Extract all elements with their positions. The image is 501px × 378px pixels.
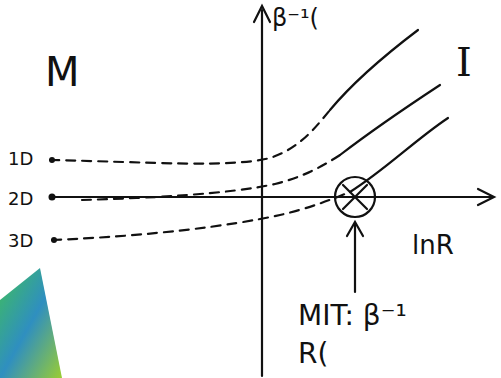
dimension-label: 2D <box>8 190 33 208</box>
region-label: I <box>456 42 472 82</box>
solid-curve <box>330 30 418 110</box>
transition-note: R( <box>298 340 328 368</box>
model-label: M <box>45 52 80 92</box>
critical-point-circle <box>335 177 375 217</box>
axis-arrowhead <box>478 189 494 205</box>
dashed-curve <box>82 155 340 200</box>
dashed-curve <box>50 110 330 164</box>
pointer-arrow <box>354 224 356 292</box>
solid-curve <box>350 118 448 192</box>
vertical-axis <box>261 10 263 376</box>
image-fragment <box>0 268 62 378</box>
solid-curve <box>340 85 440 155</box>
dimension-dot <box>49 157 55 163</box>
pointer-arrowhead <box>347 222 363 236</box>
dimension-dot <box>51 237 57 243</box>
dimension-dot <box>49 194 56 201</box>
dashed-curve <box>52 192 350 240</box>
critical-point-cross <box>343 185 367 209</box>
axis-label: lnR <box>412 232 454 258</box>
axis-label: β⁻¹( <box>272 6 319 30</box>
dimension-label: 1D <box>8 150 33 168</box>
dimension-label: 3D <box>8 232 33 250</box>
transition-note: MIT: β⁻¹ <box>298 302 407 330</box>
axis-arrowhead <box>254 6 270 22</box>
